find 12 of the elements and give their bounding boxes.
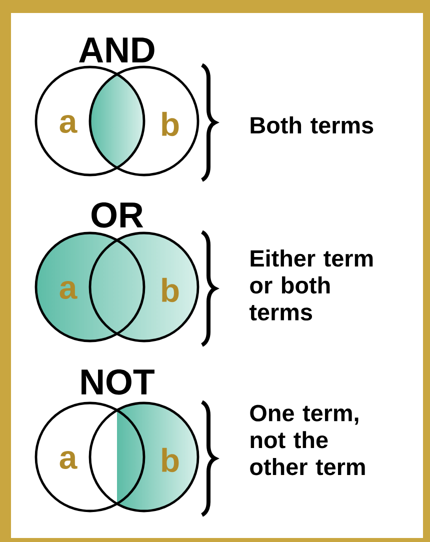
- description: Both terms: [250, 116, 374, 134]
- operator-title: NOT: [82, 369, 154, 395]
- circle-letter: b: [162, 448, 179, 472]
- operator-title: AND: [79, 38, 154, 62]
- circle-letter: a: [60, 115, 78, 134]
- circle-letter: a: [60, 281, 78, 300]
- description: One term, not the other term: [250, 404, 365, 476]
- circle-letter: b: [162, 112, 179, 136]
- operator-title: OR: [92, 202, 144, 228]
- description: Either term or both terms: [249, 250, 373, 320]
- circle-letter: a: [60, 451, 78, 470]
- circle-letter: b: [162, 278, 179, 302]
